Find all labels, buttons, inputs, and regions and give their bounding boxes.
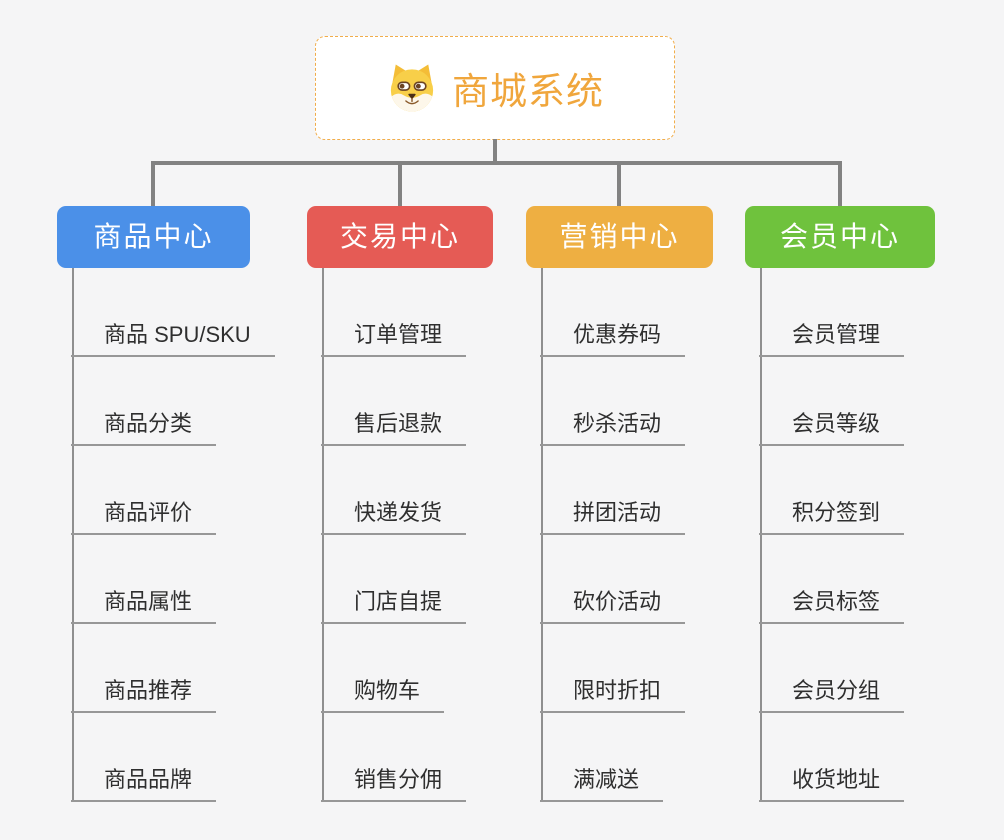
connector-drop-marketing [617, 161, 621, 207]
leaf-node[interactable]: 商品推荐 [71, 671, 217, 713]
branch-member-center: 会员中心 会员管理 会员等级 积分签到 会员标签 会员分组 收货地址 [745, 206, 1004, 816]
branch-header-marketing[interactable]: 营销中心 [526, 206, 713, 268]
leaf-node[interactable]: 秒杀活动 [540, 404, 686, 446]
branch-header-product[interactable]: 商品中心 [57, 206, 250, 268]
leaf-node[interactable]: 商品属性 [71, 582, 217, 624]
dog-face-icon [386, 62, 438, 114]
leaf-node[interactable]: 满减送 [540, 760, 664, 802]
connector-horizontal [151, 161, 842, 165]
leaf-node[interactable]: 商品评价 [71, 493, 217, 535]
leaf-node[interactable]: 购物车 [321, 671, 445, 713]
leaf-node[interactable]: 门店自提 [321, 582, 467, 624]
leaf-node[interactable]: 收货地址 [759, 760, 905, 802]
leaf-node[interactable]: 商品品牌 [71, 760, 217, 802]
leaf-node[interactable]: 优惠券码 [540, 315, 686, 357]
leaf-node[interactable]: 商品分类 [71, 404, 217, 446]
connector-root-stem [493, 139, 497, 163]
branch-spine-line [72, 268, 74, 802]
root-title: 商城系统 [452, 71, 604, 112]
branch-spine-line [322, 268, 324, 802]
leaf-node[interactable]: 积分签到 [759, 493, 905, 535]
leaf-node[interactable]: 售后退款 [321, 404, 467, 446]
branch-spine-line [760, 268, 762, 802]
branch-product-center: 商品中心 商品 SPU/SKU 商品分类 商品评价 商品属性 商品推荐 商品品牌 [57, 206, 317, 816]
root-node[interactable]: 商城系统 [315, 36, 675, 140]
leaf-node[interactable]: 拼团活动 [540, 493, 686, 535]
leaf-node[interactable]: 会员分组 [759, 671, 905, 713]
leaf-node[interactable]: 订单管理 [321, 315, 467, 357]
leaf-node[interactable]: 快递发货 [321, 493, 467, 535]
branch-trade-center: 交易中心 订单管理 售后退款 快递发货 门店自提 购物车 销售分佣 [307, 206, 567, 816]
leaf-node[interactable]: 会员管理 [759, 315, 905, 357]
leaf-node[interactable]: 商品 SPU/SKU [71, 315, 275, 357]
leaf-node[interactable]: 会员标签 [759, 582, 905, 624]
branch-marketing-center: 营销中心 优惠券码 秒杀活动 拼团活动 砍价活动 限时折扣 满减送 [526, 206, 786, 816]
branch-header-member[interactable]: 会员中心 [745, 206, 935, 268]
leaf-node[interactable]: 限时折扣 [540, 671, 686, 713]
connector-drop-product [151, 161, 155, 207]
leaf-node[interactable]: 销售分佣 [321, 760, 467, 802]
leaf-node[interactable]: 砍价活动 [540, 582, 686, 624]
leaf-node[interactable]: 会员等级 [759, 404, 905, 446]
connector-drop-member [838, 161, 842, 207]
branch-header-trade[interactable]: 交易中心 [307, 206, 493, 268]
connector-drop-trade [398, 161, 402, 207]
branch-spine-line [541, 268, 543, 802]
